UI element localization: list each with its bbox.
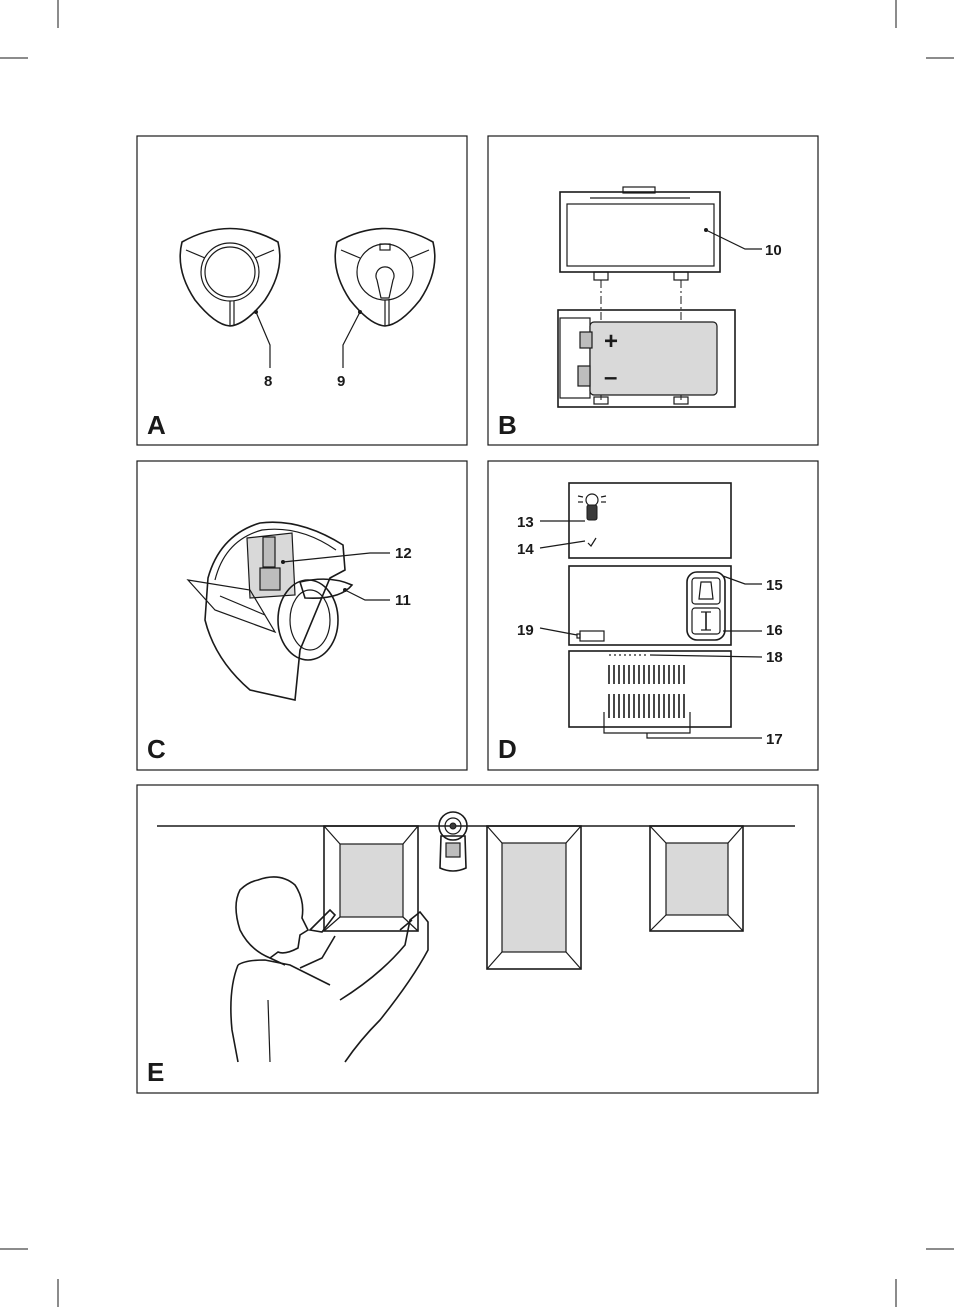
callout-12: 12: [395, 545, 412, 562]
callout-16: 16: [766, 622, 783, 639]
panel-e: E: [137, 785, 818, 1093]
panel-c: 12 11 C: [137, 461, 467, 770]
callout-13: 13: [517, 514, 534, 531]
panel-letter-a: A: [147, 410, 166, 440]
callout-11: 11: [395, 592, 411, 609]
callout-18: 18: [766, 649, 783, 666]
panel-letter-e: E: [147, 1057, 164, 1087]
panel-d: 13 14 15 16 19 18 17 D: [488, 461, 818, 770]
callout-8: 8: [264, 373, 272, 390]
callout-15: 15: [766, 577, 783, 594]
panel-a: 8 9 A: [137, 136, 467, 445]
callout-17: 17: [766, 731, 783, 748]
callout-19: 19: [517, 622, 534, 639]
callout-9: 9: [337, 373, 345, 390]
battery-plus-sign: +: [604, 328, 618, 355]
callout-10: 10: [765, 242, 782, 259]
battery-minus-sign: –: [604, 364, 617, 391]
callout-14: 14: [517, 541, 534, 558]
panel-letter-b: B: [498, 410, 517, 440]
panel-b: + – 10 B: [488, 136, 818, 445]
panel-letter-c: C: [147, 734, 166, 764]
panel-letter-d: D: [498, 734, 517, 764]
